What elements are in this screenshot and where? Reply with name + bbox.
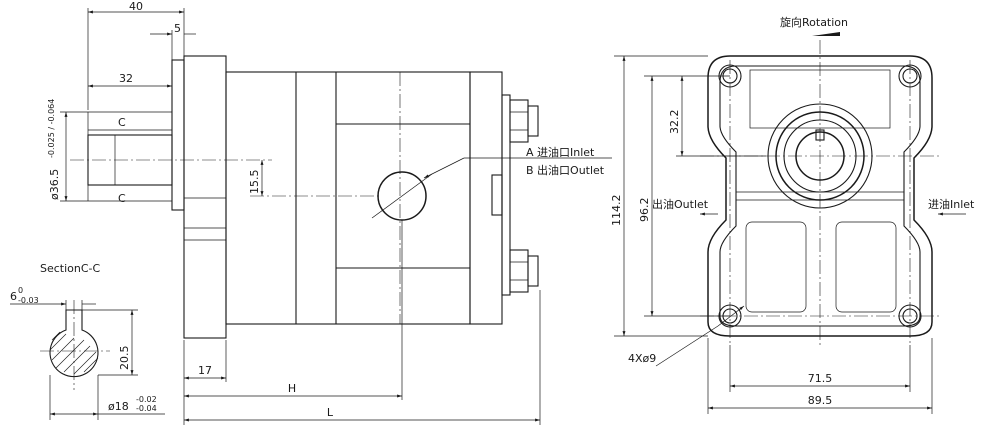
section-view: SectionC-C 6 0 -0.03 20.5 ø18: [10, 262, 165, 420]
dim-bolt-height: 96.2: [638, 198, 651, 223]
shaft-tol-lower: -0.04: [136, 404, 157, 413]
shaft-dia: ø18: [108, 400, 129, 413]
dim-total-height: 114.2: [610, 195, 623, 227]
dim-upper: 32.2: [668, 110, 681, 135]
section-shape: [49, 309, 99, 378]
bolt-top: [509, 99, 539, 143]
key-tol-lower: -0.03: [18, 296, 39, 305]
shaft-tol-upper: -0.02: [136, 395, 157, 404]
dim-flange-thk: 17: [198, 364, 212, 377]
rotation-arrow-icon: [812, 32, 840, 36]
key-tol-upper: 0: [18, 286, 23, 295]
dim-shaft-dia-tol: -0.025 / -0.064: [47, 99, 56, 158]
section-mark-top: C: [118, 116, 126, 129]
dim-port-offset: 15.5: [248, 170, 261, 195]
dim-total-width: 89.5: [808, 394, 833, 407]
section-title: SectionC-C: [40, 262, 101, 275]
holes-label: 4Xø9: [628, 352, 656, 365]
dim-l: L: [327, 406, 334, 419]
rotation-label: 旋向Rotation: [780, 15, 848, 29]
dim-bolt-width: 71.5: [808, 372, 833, 385]
inlet-label: 进油Inlet: [928, 197, 975, 211]
dim-h: H: [288, 382, 296, 395]
dim-shaft-total: 40: [129, 0, 143, 13]
bolt-bottom: [509, 249, 539, 293]
outlet-label: 出油Outlet: [652, 197, 709, 211]
port-a-label: A 进油口Inlet: [526, 145, 595, 159]
key-width: 6: [10, 290, 17, 303]
section-mark-bottom: C: [118, 192, 126, 205]
pump-body: [225, 71, 511, 325]
drive-shaft: [70, 111, 272, 202]
side-view: 40 5 32 C C ø36.5 -0.025 / -0.064 15.5 A…: [47, 0, 612, 425]
mounting-flange: [171, 55, 227, 339]
dim-shaft-len: 32: [119, 72, 133, 85]
front-view: 旋向Rotation: [610, 15, 975, 414]
key-height: 20.5: [118, 346, 131, 371]
dim-flange: 5: [174, 22, 181, 35]
dim-shaft-dia: ø36.5: [48, 169, 61, 200]
port-b-label: B 出油口Outlet: [526, 163, 605, 177]
